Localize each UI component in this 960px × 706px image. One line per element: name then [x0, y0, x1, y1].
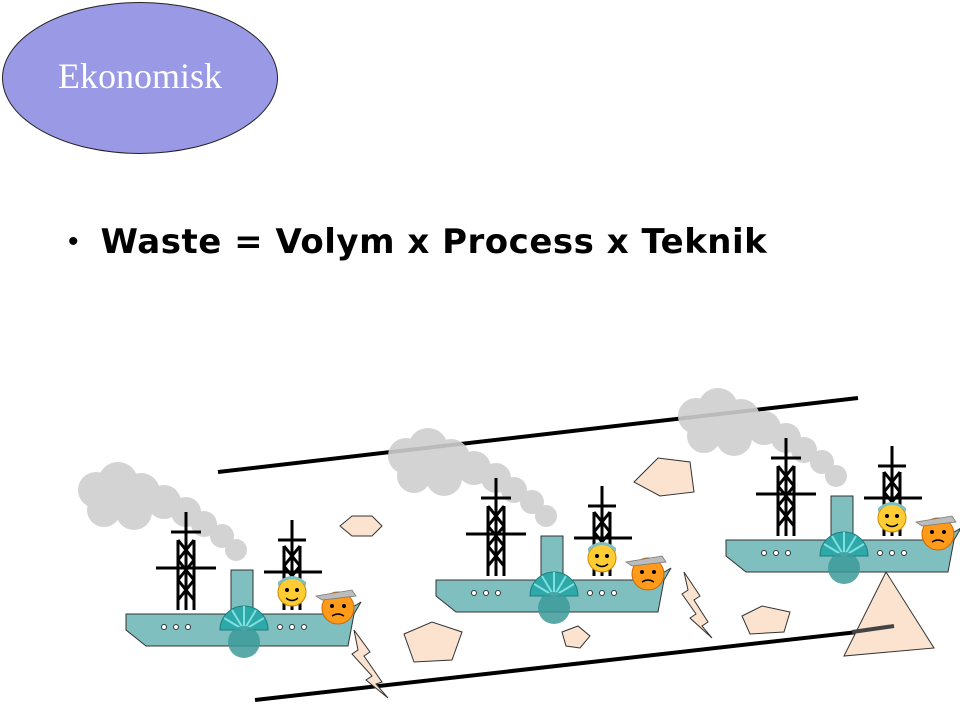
ship-icon: [386, 426, 673, 626]
debris-icon: [633, 457, 695, 497]
ship-icon: [76, 460, 363, 660]
page-title: Ekonomisk: [57, 56, 222, 96]
debris-icon: [741, 605, 791, 635]
bullet-text: Waste = Volym x Process x Teknik: [100, 222, 768, 262]
title-ellipse: Ekonomisk: [2, 2, 278, 154]
debris-icon: [843, 570, 935, 657]
lightning-icon: [351, 629, 389, 699]
bullet-symbol: •: [68, 225, 79, 258]
debris-icon: [339, 515, 383, 537]
bullet-item: • Waste = Volym x Process x Teknik: [68, 222, 767, 262]
lightning-icon: [681, 571, 713, 639]
canal-bottom-line: [254, 626, 894, 702]
ship-icon: [676, 386, 960, 586]
debris-icon: [561, 625, 591, 649]
debris-icon: [403, 621, 463, 663]
